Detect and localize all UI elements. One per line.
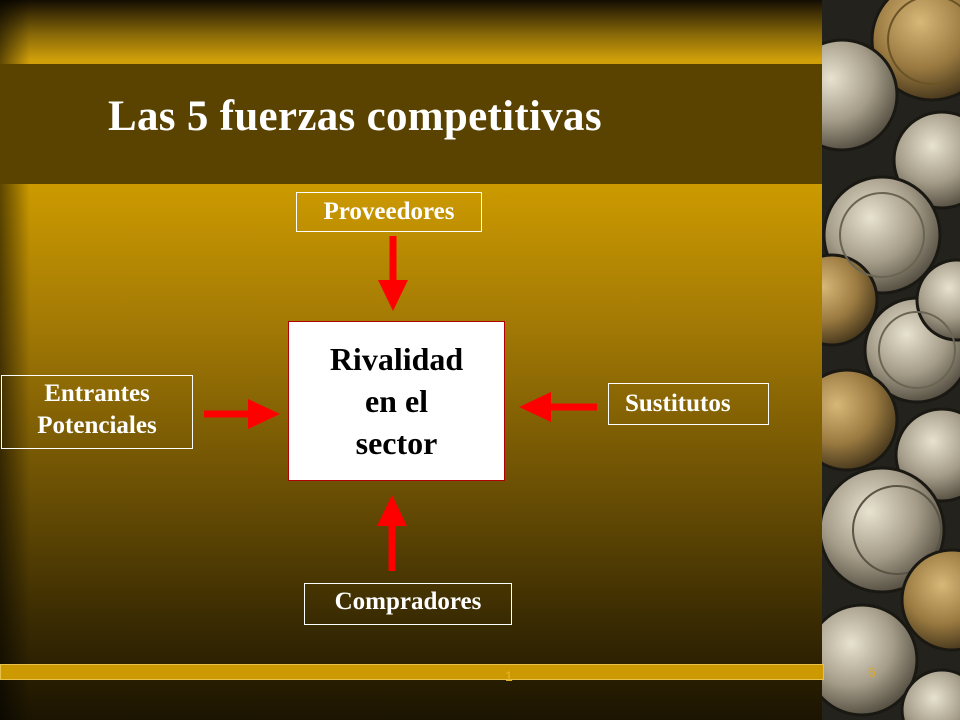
sustitutos-label: Sustitutos — [625, 390, 731, 417]
rivalidad-box: Rivalidad en el sector — [288, 321, 505, 481]
entrantes-line-2: Potenciales — [37, 412, 157, 439]
rivalidad-line-1: Rivalidad — [329, 341, 464, 377]
entrantes-box: Entrantes Potenciales — [1, 375, 193, 449]
compradores-box: Compradores — [304, 583, 512, 625]
rivalidad-line-3: sector — [355, 425, 438, 461]
coins-image — [822, 0, 960, 720]
proveedores-label: Proveedores — [323, 198, 455, 225]
title-band — [0, 64, 822, 184]
proveedores-box: Proveedores — [296, 192, 482, 232]
rivalidad-line-2: en el — [364, 383, 429, 419]
page-number: 6 — [868, 664, 876, 680]
footer-mark: 1 — [505, 668, 513, 684]
slide-title: Las 5 fuerzas competitivas — [108, 93, 602, 140]
footer-bar — [0, 664, 824, 680]
sustitutos-box: Sustitutos — [608, 383, 769, 425]
entrantes-line-1: Entrantes — [44, 380, 150, 407]
compradores-label: Compradores — [334, 588, 482, 615]
